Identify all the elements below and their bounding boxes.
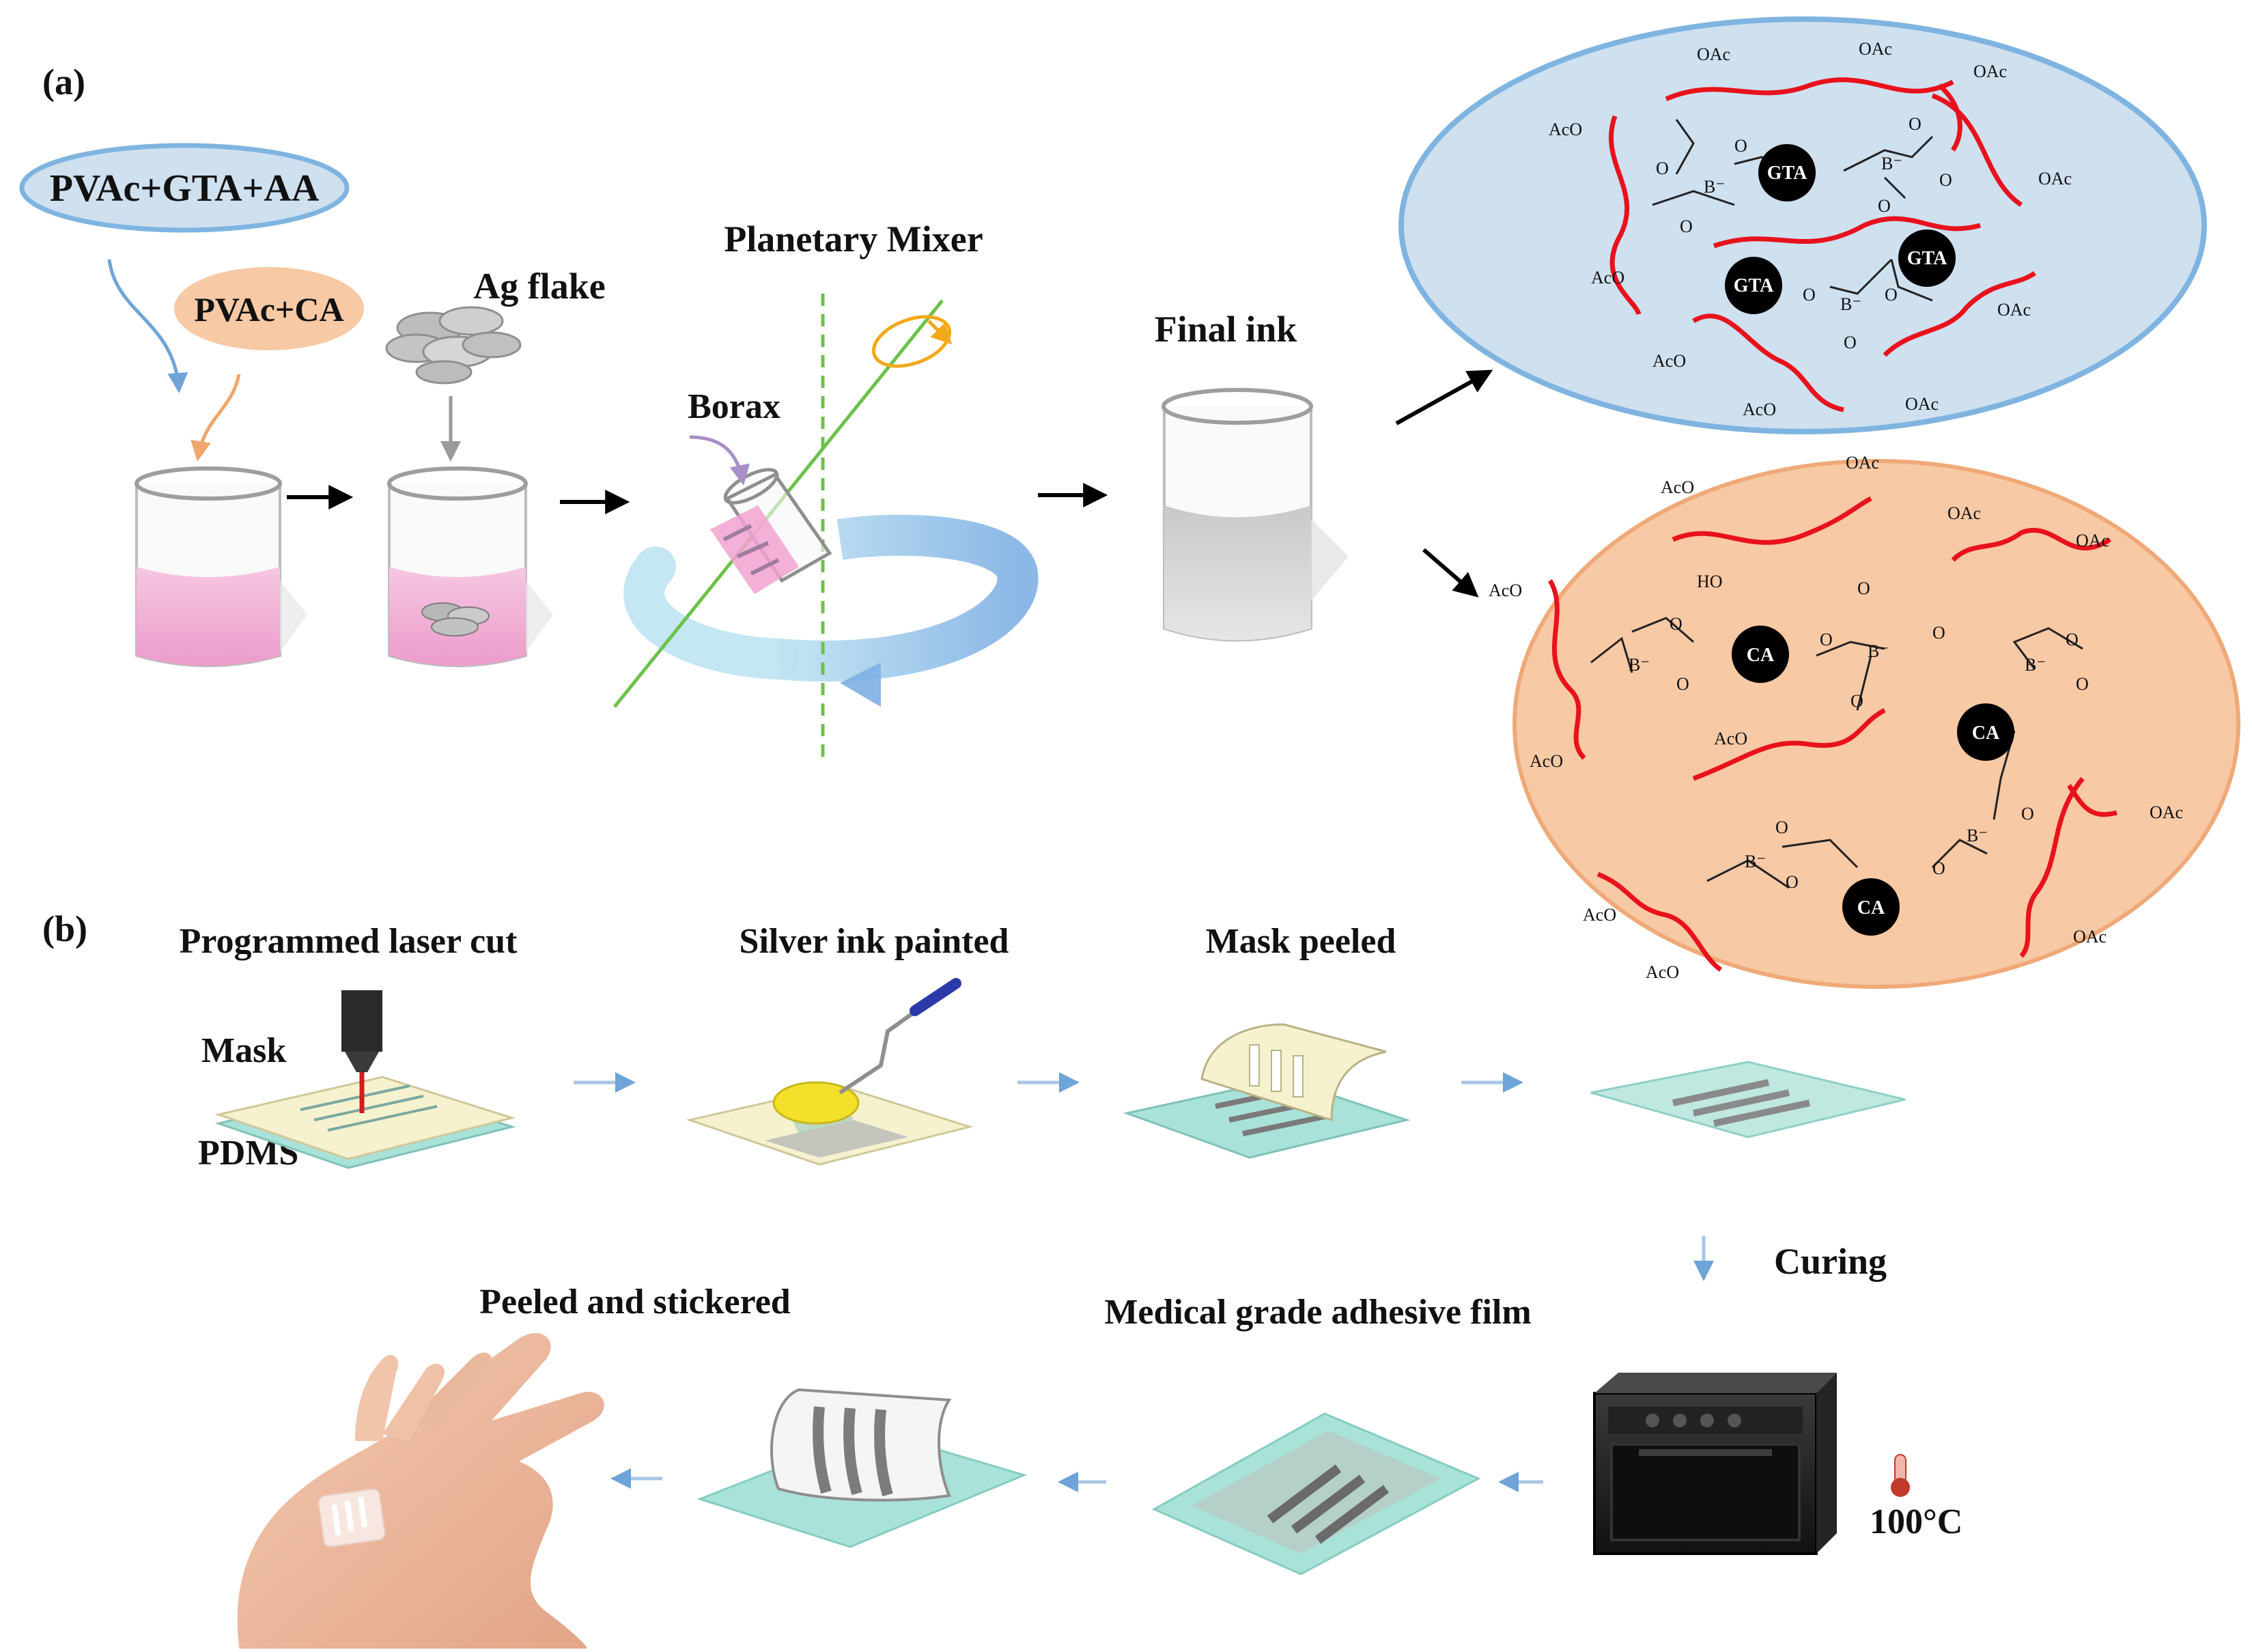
final-ink-beaker xyxy=(1162,388,1349,642)
sticker-peel-illustration xyxy=(696,1388,1028,1548)
ingredient-ca-label: PVAc+CA xyxy=(194,290,343,328)
gta-acetoxy-left-2: AcO xyxy=(1591,268,1624,288)
ca-oxygen-9: O xyxy=(1775,817,1788,837)
step-painted-label: Silver ink painted xyxy=(740,922,1009,961)
ingredient-gta-label: PVAc+GTA+AA xyxy=(50,167,320,210)
planetary-mixer-illustration xyxy=(613,294,1039,758)
ca-oxygen-1: O xyxy=(1670,614,1683,634)
ca-acetoxy-right-2: OAc xyxy=(1947,503,1981,523)
gta-acetoxy-left-1: AcO xyxy=(1549,120,1582,139)
ca-oxygen-4: O xyxy=(1857,578,1870,598)
oven-icon xyxy=(1593,1373,1837,1555)
ca-boron-1: B⁻ xyxy=(1629,655,1650,675)
ca-boron-3: B⁻ xyxy=(2025,655,2046,675)
gta-acetoxy-left-4: AcO xyxy=(1743,400,1776,419)
ca-boron-4: B⁻ xyxy=(1745,852,1766,871)
ca-acetoxy-right-4: OAc xyxy=(2150,802,2183,822)
gta-center-3: GTA xyxy=(1907,248,1947,269)
gta-oxygen-9: O xyxy=(1844,333,1857,352)
thermometer-icon xyxy=(1891,1454,1910,1497)
gta-oxygen-2: O xyxy=(1734,136,1747,156)
beaker-pink-1 xyxy=(135,466,307,667)
ca-acetoxy-right-1: OAc xyxy=(1846,453,1879,473)
gta-acetoxy-right-5: OAc xyxy=(1997,300,2031,320)
gta-acetoxy-right-3: OAc xyxy=(1973,61,2007,81)
gta-network-diagram: GTA GTA GTA B⁻ B⁻ B⁻ O O O O O O O O O A… xyxy=(1398,16,2207,434)
step-laser-label: Programmed laser cut xyxy=(180,922,518,961)
ca-oxygen-8: O xyxy=(2076,674,2089,694)
ca-oxygen-12: O xyxy=(2021,804,2034,824)
ca-center-3: CA xyxy=(1857,897,1885,919)
arrow-to-gta-network xyxy=(1395,369,1493,425)
ca-acetoxy-left-6: AcO xyxy=(1646,962,1679,982)
hand-with-sticker-illustration xyxy=(237,1332,604,1649)
beaker-pink-2 xyxy=(387,466,553,667)
gta-oxygen-8: O xyxy=(1885,285,1898,305)
orange-input-arrow xyxy=(191,374,241,462)
ca-oxygen-5: O xyxy=(1932,623,1945,643)
ca-acetoxy-left-3: AcO xyxy=(1530,751,1563,771)
ca-boron-5: B⁻ xyxy=(1967,826,1988,845)
ca-oxygen-7: O xyxy=(2066,630,2079,649)
gta-oxygen-6: O xyxy=(1878,196,1891,216)
gta-center-1: GTA xyxy=(1767,163,1807,184)
ca-oxygen-2: O xyxy=(1676,674,1689,694)
borax-label: Borax xyxy=(688,387,780,426)
gta-acetoxy-right-6: OAc xyxy=(1905,394,1939,414)
ag-flake-pile-icon xyxy=(385,306,522,384)
ca-network-diagram: CA CA CA B⁻ B⁻ B⁻ B⁻ B⁻ O O O O O O O O … xyxy=(1489,453,2240,989)
ca-oxygen-6: O xyxy=(1850,691,1863,711)
adhesive-film-illustration xyxy=(1151,1412,1481,1576)
laser-cut-illustration xyxy=(214,990,516,1169)
ca-acetoxy-left-2: AcO xyxy=(1489,580,1522,600)
planetary-mixer-label: Planetary Mixer xyxy=(724,219,983,260)
roller-paint-illustration xyxy=(686,978,974,1166)
ca-oxygen-11: O xyxy=(1932,858,1945,878)
step-adhesive-label: Medical grade adhesive film xyxy=(1104,1293,1531,1332)
mask-peel-illustration xyxy=(1123,1023,1411,1159)
gta-boron-3: B⁻ xyxy=(1840,294,1861,314)
step-peeled-label: Mask peeled xyxy=(1206,922,1396,961)
patterned-pdms-illustration xyxy=(1590,1061,1906,1138)
gta-boron-2: B⁻ xyxy=(1881,154,1902,173)
ca-acetoxy-right-3: OAc xyxy=(2076,531,2109,550)
gta-oxygen-5: O xyxy=(1939,170,1952,190)
gta-oxygen-7: O xyxy=(1803,285,1816,305)
panel-b-label: (b) xyxy=(42,908,87,949)
final-ink-label: Final ink xyxy=(1155,309,1297,350)
ca-acetoxy-left-1: AcO xyxy=(1661,477,1694,497)
ingredient-bubble-gta: PVAc+GTA+AA xyxy=(19,143,350,233)
gta-center-2: GTA xyxy=(1734,275,1774,296)
ingredient-bubble-ca: PVAc+CA xyxy=(174,267,364,350)
gta-oxygen-4: O xyxy=(1909,114,1922,134)
ca-acetoxy-left-4: AcO xyxy=(1714,729,1747,748)
blue-input-arrow xyxy=(107,259,188,393)
gta-oxygen-3: O xyxy=(1680,216,1693,236)
ca-center-2: CA xyxy=(1972,723,2000,744)
ca-boron-2: B⁻ xyxy=(1868,641,1889,661)
ca-center-1: CA xyxy=(1747,645,1775,666)
ca-acetoxy-left-5: AcO xyxy=(1583,905,1616,925)
mask-label: Mask xyxy=(201,1031,286,1070)
gta-acetoxy-right-4: OAc xyxy=(2038,169,2072,188)
ca-oxygen-10: O xyxy=(1786,872,1799,892)
arrow-to-ca-network xyxy=(1422,548,1479,598)
panel-a-label: (a) xyxy=(42,61,85,102)
step-sticker-label: Peeled and stickered xyxy=(479,1283,791,1321)
ca-acetoxy-right-5: OAc xyxy=(2073,927,2107,947)
gta-acetoxy-left-3: AcO xyxy=(1652,351,1686,371)
gta-acetoxy-right-2: OAc xyxy=(1859,39,1892,59)
ca-oxygen-3: O xyxy=(1820,630,1833,649)
gta-oxygen-1: O xyxy=(1656,158,1669,178)
curing-label: Curing xyxy=(1774,1241,1887,1282)
gta-boron-1: B⁻ xyxy=(1704,177,1725,197)
gta-acetoxy-right-1: OAc xyxy=(1697,44,1730,64)
ag-flake-label: Ag flake xyxy=(473,266,605,307)
borax-arrow xyxy=(689,435,750,486)
temperature-label: 100°C xyxy=(1870,1502,1962,1541)
ca-hydroxyl: HO xyxy=(1697,572,1723,591)
